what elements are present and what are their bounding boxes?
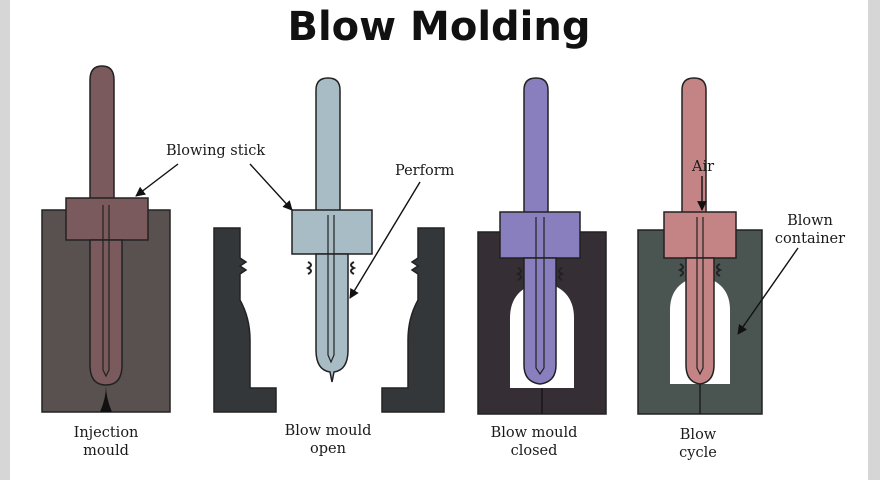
cycle-blowing-stick	[681, 77, 707, 215]
caption-line: Blow mould	[284, 423, 372, 439]
closed-blowing-stick	[523, 77, 549, 215]
open-thread-left	[305, 261, 312, 275]
caption-line: Blow	[679, 427, 717, 443]
stage-injection-mould	[41, 65, 171, 413]
open-stick-head	[291, 209, 373, 255]
open-mould-left-half	[213, 227, 277, 413]
caption-blow-mould-closed: Blow mould closed	[474, 424, 594, 460]
stage-blow-mould-open	[213, 77, 445, 413]
caption-line: closed	[510, 443, 558, 459]
open-blowing-stick	[315, 77, 341, 213]
caption-line: mould	[83, 443, 129, 459]
open-thread-right	[350, 261, 357, 275]
closed-stick-head	[499, 211, 581, 259]
page-title: Blow Molding	[287, 4, 591, 50]
cycle-stick-head	[663, 211, 737, 259]
arrow-blown-container	[737, 247, 799, 335]
closed-core	[535, 217, 545, 376]
caption-line: cycle	[679, 445, 717, 461]
arrow-blowing-stick-2	[249, 163, 293, 211]
closed-thread-right	[558, 267, 565, 281]
closed-preform	[523, 257, 557, 385]
arrow-blowing-stick-1	[135, 163, 179, 197]
caption-line: Injection	[73, 425, 139, 441]
cycle-thread-right	[716, 263, 723, 277]
stage-blow-cycle	[637, 77, 763, 415]
canvas: Blow Molding	[10, 0, 868, 480]
injection-gate	[100, 386, 112, 412]
blow-molding-diagram	[41, 65, 799, 415]
label-blown-container-line1: Blown	[787, 213, 833, 229]
caption-line: Blow mould	[490, 425, 578, 441]
label-blowing-stick: Blowing stick	[166, 143, 266, 159]
caption-blow-cycle: Blow cycle	[638, 426, 758, 462]
open-preform	[315, 253, 349, 383]
stage-blow-mould-closed	[477, 77, 607, 415]
label-perform: Perform	[395, 163, 455, 179]
open-mould-right-half	[381, 227, 445, 413]
label-blown-container-line2: container	[774, 231, 846, 247]
caption-injection-mould: Injection mould	[46, 424, 166, 460]
arrow-perform	[349, 181, 421, 299]
cycle-core	[696, 217, 704, 376]
injection-stick-head	[65, 197, 149, 241]
caption-line: open	[310, 441, 346, 457]
caption-blow-mould-open: Blow mould open	[268, 422, 388, 458]
open-core	[327, 215, 335, 364]
label-air: Air	[692, 159, 715, 175]
cycle-thread-left	[677, 263, 684, 277]
cycle-preform	[685, 257, 715, 385]
injection-preform	[89, 239, 123, 386]
closed-thread-left	[515, 267, 522, 281]
injection-core	[102, 205, 110, 378]
injection-blowing-stick	[89, 65, 115, 201]
